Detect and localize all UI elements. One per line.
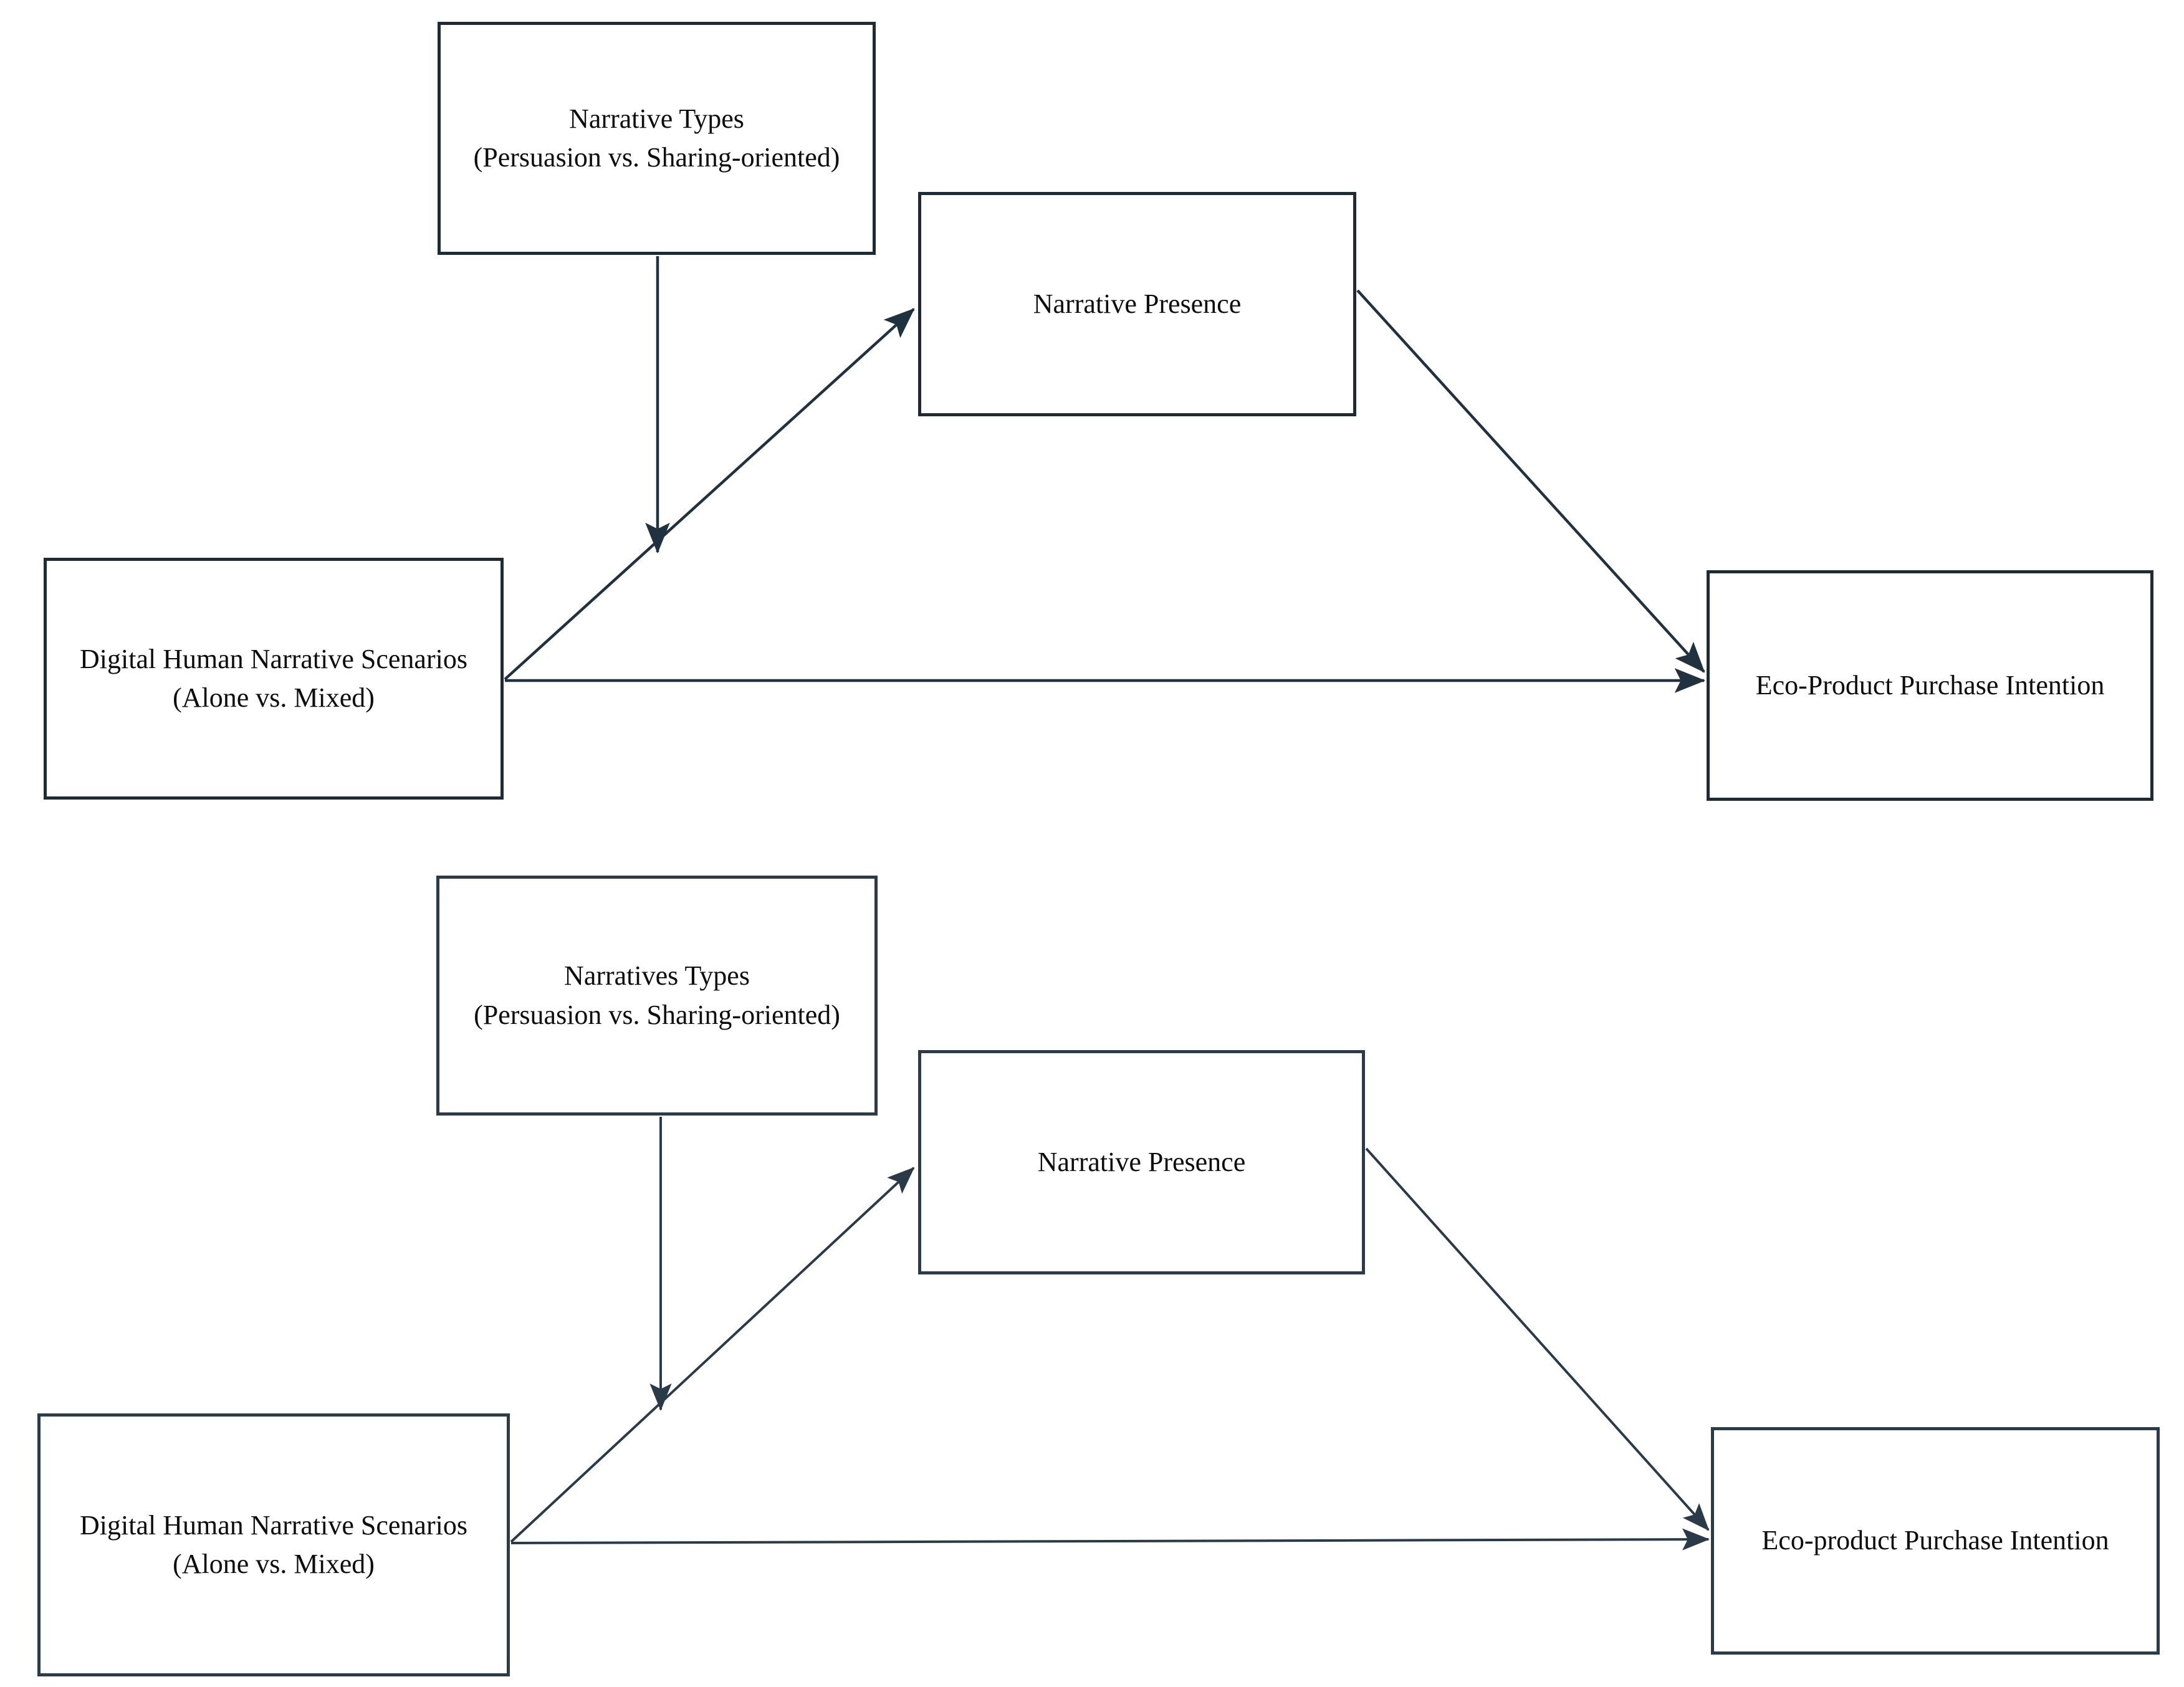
bottom-dependent-box[interactable]: Eco-product Purchase Intention [1711,1427,2160,1655]
top-moderator-label: Narrative Types(Persuasion vs. Sharing-o… [473,103,840,173]
bottom-independent-label: Digital Human Narrative Scenarios(Alone … [80,1509,467,1579]
arrow-mediator-to-dv-bottom [1365,1147,1710,1531]
bottom-moderator-box[interactable]: Narratives Types(Persuasion vs. Sharing-… [436,876,878,1116]
top-mediator-label: Narrative Presence [1033,288,1242,319]
top-independent-box[interactable]: Digital Human Narrative Scenarios(Alone … [44,558,504,800]
top-independent-label: Digital Human Narrative Scenarios(Alone … [80,643,467,713]
bottom-dependent-label: Eco-product Purchase Intention [1761,1525,2109,1556]
bottom-independent-box[interactable]: Digital Human Narrative Scenarios(Alone … [37,1413,510,1676]
bottom-moderator-label: Narratives Types(Persuasion vs. Sharing-… [474,960,840,1030]
top-mediator-box[interactable]: Narrative Presence [918,192,1356,416]
bottom-mediator-box[interactable]: Narrative Presence [918,1050,1365,1274]
top-dependent-label: Eco-Product Purchase Intention [1755,669,2105,700]
top-dependent-box[interactable]: Eco-Product Purchase Intention [1707,570,2153,801]
bottom-mediator-label: Narrative Presence [1037,1146,1246,1177]
arrow-iv-to-dv-direct-bottom [510,1528,1710,1551]
arrow-iv-to-mediator-bottom [510,1167,915,1543]
top-moderator-box[interactable]: Narrative Types(Persuasion vs. Sharing-o… [438,22,876,255]
